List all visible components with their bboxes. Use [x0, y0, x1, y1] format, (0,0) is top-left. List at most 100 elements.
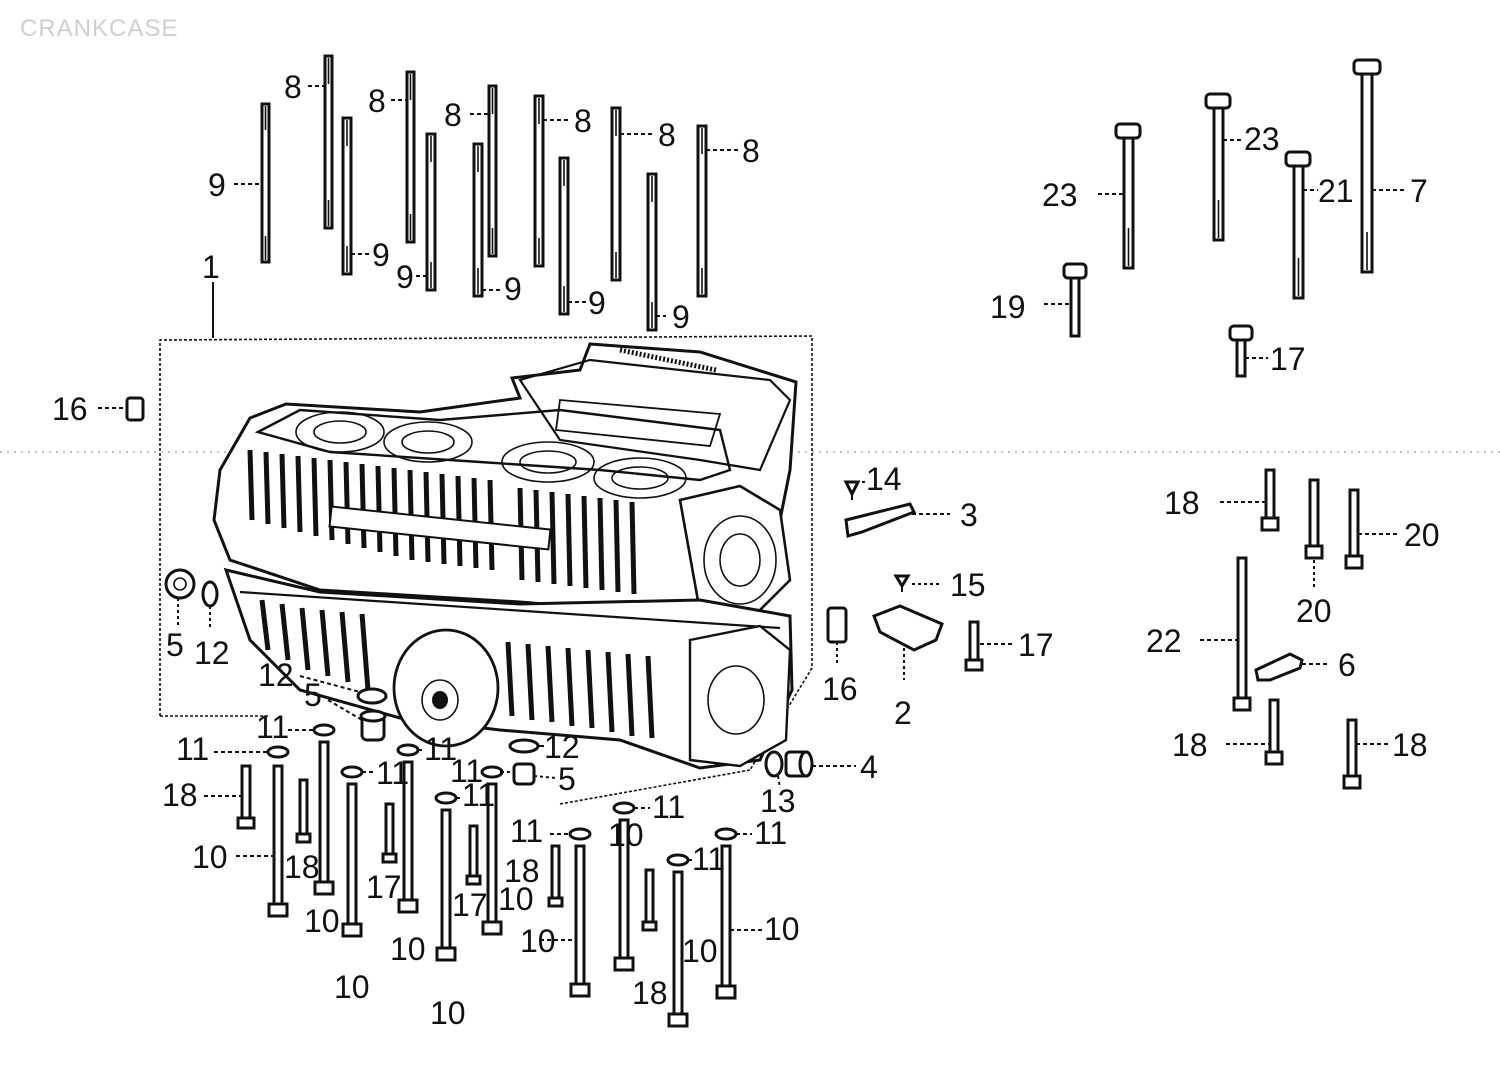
dowel-pin-16a [98, 396, 145, 422]
callout-5: 5 [558, 761, 576, 797]
callout-17: 17 [452, 887, 488, 923]
callout-19: 19 [990, 289, 1026, 325]
callout-17: 17 [1018, 627, 1054, 663]
stud-group [260, 54, 708, 332]
callout-18: 18 [1392, 727, 1428, 763]
callout-22: 22 [1146, 623, 1182, 659]
callout-10: 10 [390, 931, 426, 967]
assembly-bracket [159, 282, 813, 805]
stud-8a [323, 54, 334, 230]
callout-1: 1 [202, 249, 220, 285]
callout-11: 11 [176, 731, 209, 767]
bolt-23a [1114, 122, 1142, 270]
bolt-18f [1264, 698, 1284, 766]
stud-9b [341, 116, 353, 276]
upper-right-bolts [1044, 58, 1406, 378]
lower-right-bolts [1200, 468, 1398, 790]
stud-8c [487, 84, 498, 258]
bolt-17a [1228, 324, 1254, 378]
lower-bolt-leaders [204, 729, 762, 941]
bolt-20a [1304, 478, 1324, 560]
callout-14: 14 [866, 461, 902, 497]
callout-9: 9 [372, 237, 390, 273]
bolt-19 [1062, 262, 1088, 338]
stud-8b [405, 70, 416, 244]
callout-23: 23 [1244, 121, 1280, 157]
bolt-21 [1284, 150, 1312, 300]
callout-9: 9 [504, 271, 522, 307]
callout-10: 10 [430, 995, 466, 1031]
crankcase-assembly [212, 342, 798, 770]
bolt-22 [1232, 556, 1252, 712]
callout-10: 10 [520, 923, 556, 959]
diagram-watermark: CRANKCASE [20, 15, 178, 42]
callout-17: 17 [1270, 341, 1306, 377]
bolt-18g [1342, 718, 1362, 790]
bolt-17b [964, 620, 1012, 672]
callout-11: 11 [424, 731, 457, 767]
callout-7: 7 [1410, 173, 1428, 209]
callout-18: 18 [1164, 485, 1200, 521]
stud-8f [696, 124, 708, 298]
callout-10: 10 [304, 903, 340, 939]
stud-8d [533, 94, 545, 268]
callout-11: 11 [462, 777, 495, 813]
callout-10: 10 [682, 933, 718, 969]
callout-8: 8 [742, 133, 760, 169]
o-ring-12b [299, 675, 388, 705]
callout-16: 16 [822, 671, 858, 707]
callout-3: 3 [960, 497, 978, 533]
callout-11: 11 [376, 755, 409, 791]
callout-11: 11 [450, 753, 483, 789]
callout-13: 13 [760, 783, 796, 819]
callout-11: 11 [692, 841, 725, 877]
stud-9f [646, 172, 658, 332]
bolt-7 [1352, 58, 1382, 274]
callout-12: 12 [258, 657, 294, 693]
stud-9c [425, 132, 437, 292]
callout-9: 9 [588, 285, 606, 321]
callout-11: 11 [754, 815, 787, 851]
stud-9e [558, 156, 570, 316]
callout-20: 20 [1404, 517, 1440, 553]
callout-21: 21 [1318, 173, 1354, 209]
oil-jet-5b [327, 699, 387, 742]
callout-2: 2 [894, 695, 912, 731]
callout-17: 17 [366, 869, 402, 905]
callout-9: 9 [672, 299, 690, 335]
bolt-23b [1204, 92, 1232, 242]
washer-13 [764, 750, 784, 789]
plug-bolt-4 [784, 750, 856, 778]
callout-8: 8 [444, 97, 462, 133]
callout-10: 10 [764, 911, 800, 947]
callout-4: 4 [860, 749, 878, 785]
callout-9: 9 [396, 259, 414, 295]
screw-15 [893, 574, 940, 592]
stud-9d [472, 142, 484, 298]
callout-12: 12 [544, 729, 580, 765]
callout-16: 16 [52, 391, 88, 427]
callout-9: 9 [208, 167, 226, 203]
callout-8: 8 [284, 69, 302, 105]
stud-9a [260, 102, 271, 264]
bolt-20b [1344, 488, 1364, 570]
callout-8: 8 [658, 117, 676, 153]
callout-18: 18 [504, 853, 540, 889]
callout-18: 18 [162, 777, 198, 813]
oil-jet-5a [164, 568, 196, 626]
callout-10: 10 [334, 969, 370, 1005]
guide-plate-2 [872, 604, 944, 680]
callout-11: 11 [652, 789, 685, 825]
dowel-pin-16b [826, 606, 848, 664]
callout-10: 10 [192, 839, 228, 875]
callout-15: 15 [950, 567, 986, 603]
stud-8e [610, 106, 622, 282]
plate-3 [844, 502, 950, 538]
callout-8: 8 [368, 83, 386, 119]
bracket-6 [1254, 652, 1330, 682]
callout-5: 5 [166, 627, 184, 663]
callout-18: 18 [1172, 727, 1208, 763]
oil-jet-5c [512, 762, 557, 786]
